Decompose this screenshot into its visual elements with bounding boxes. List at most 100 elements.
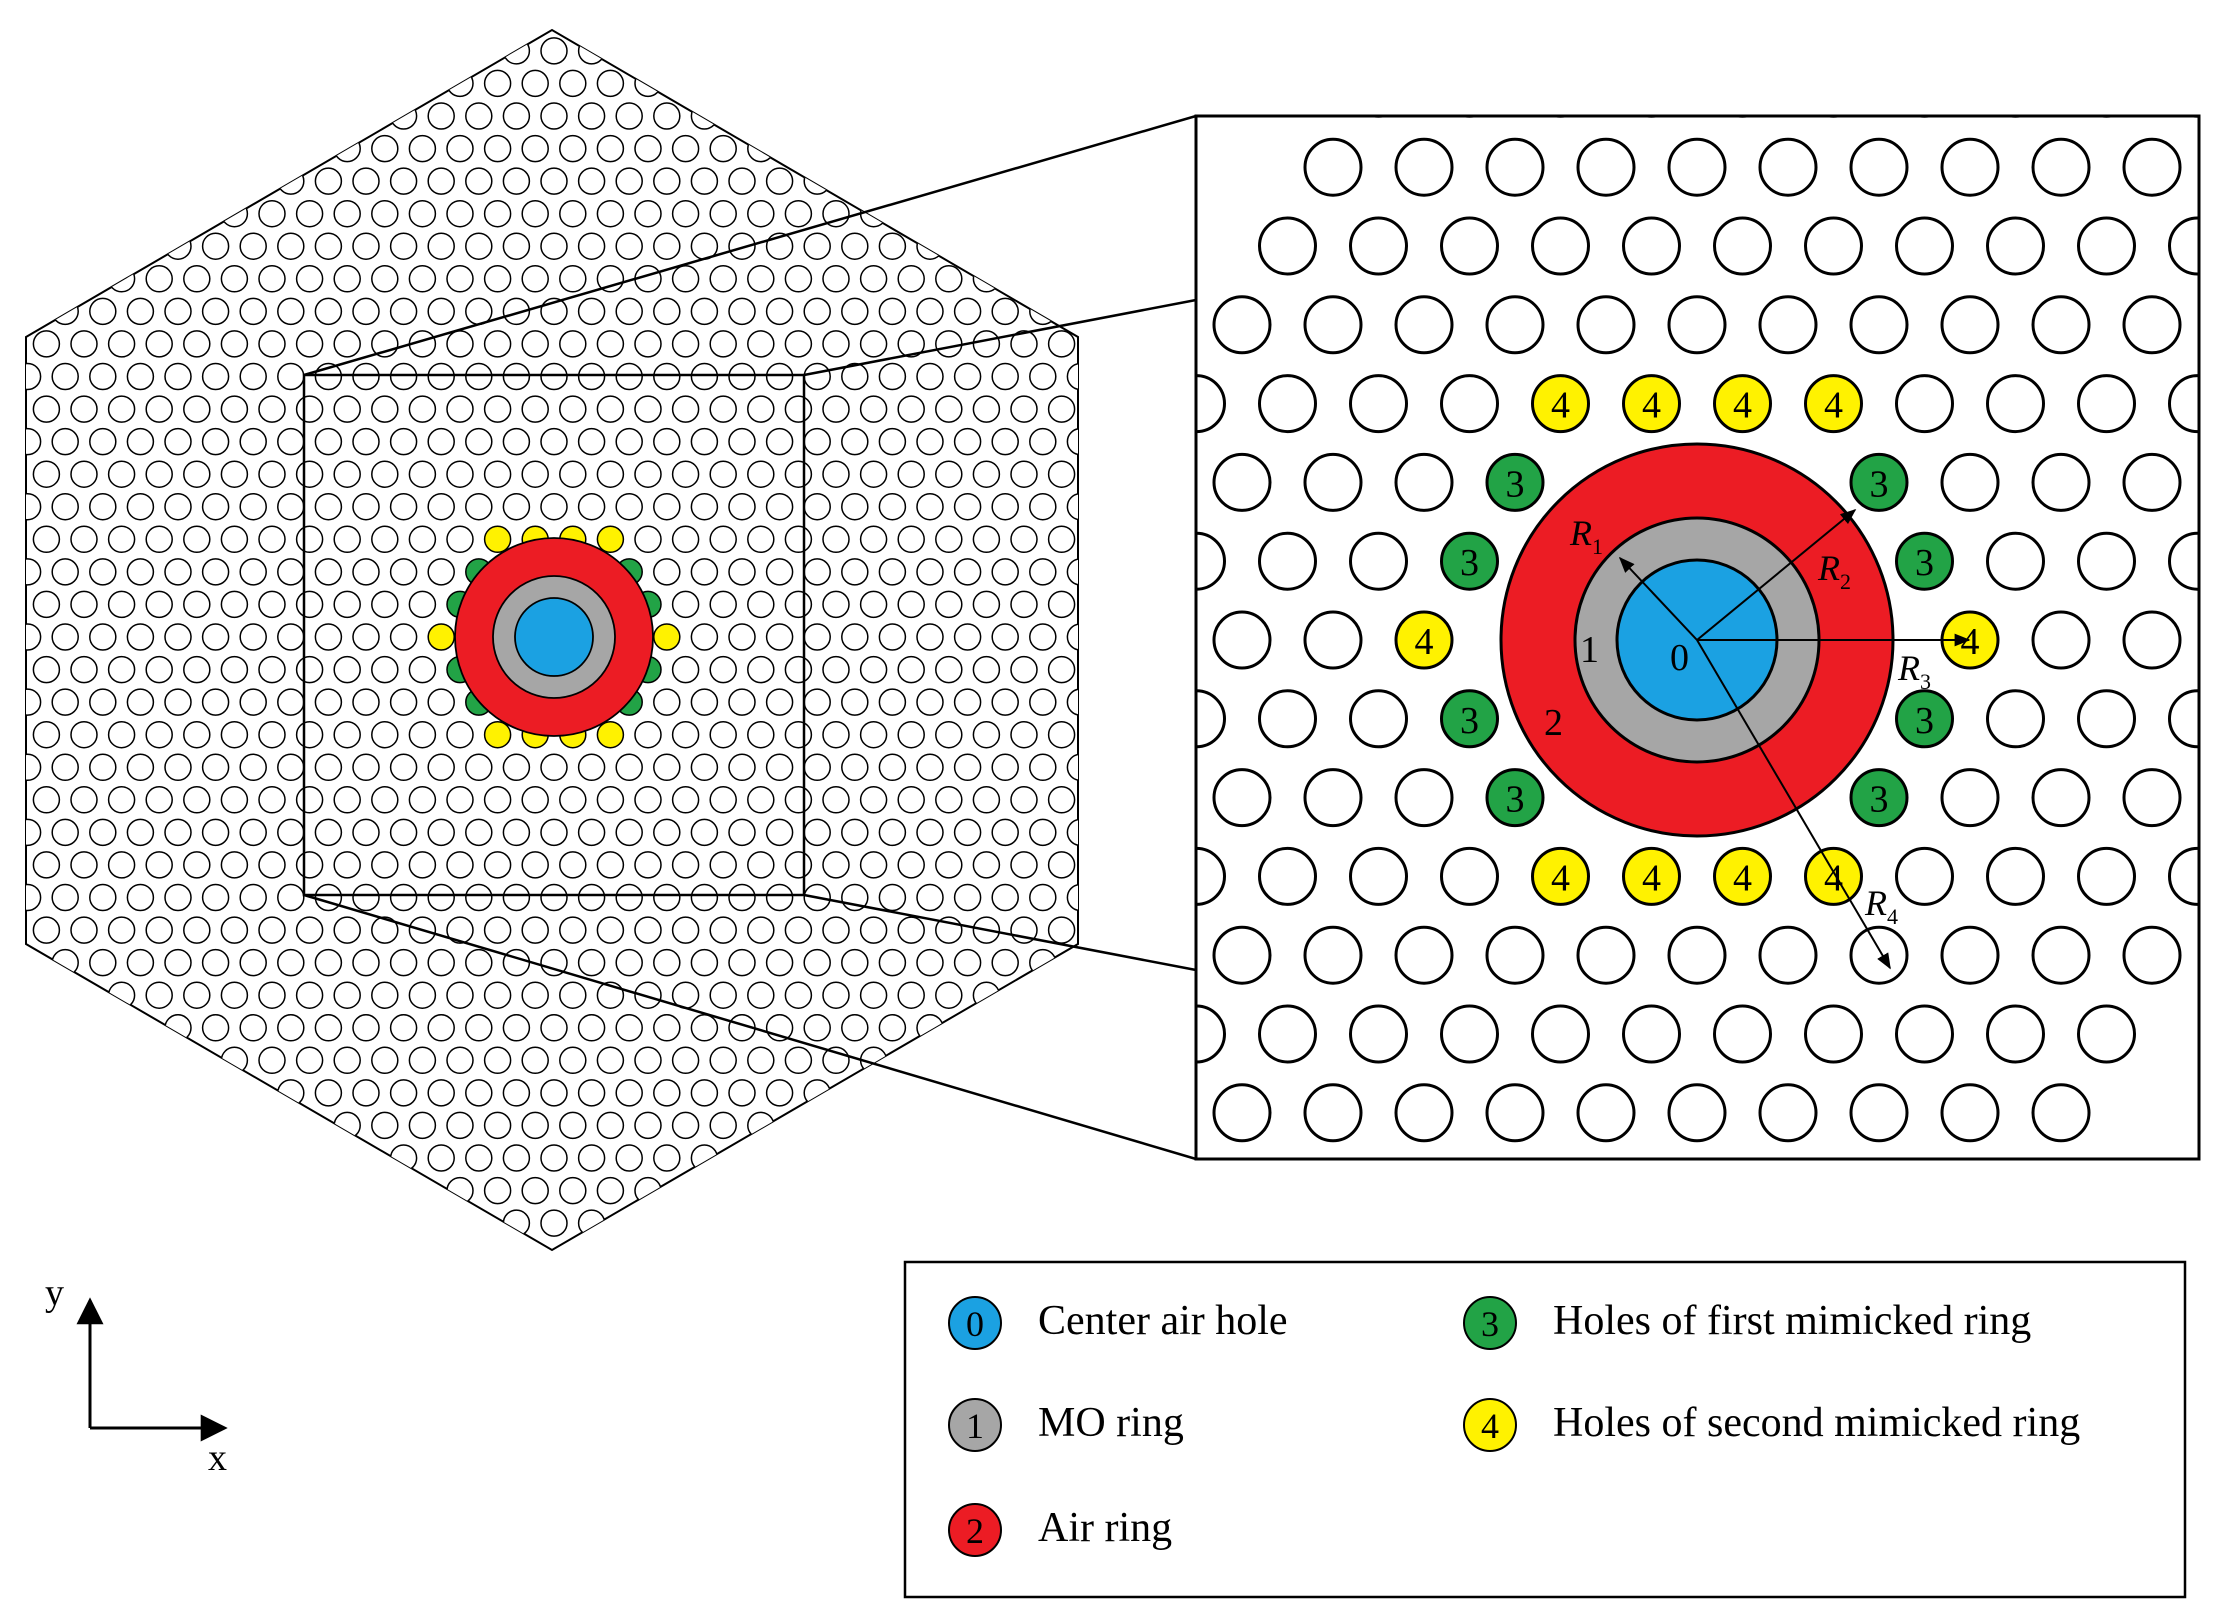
air-hole [747,1046,775,1075]
air-hole [653,492,681,521]
air-hole [295,460,324,488]
air-hole [220,916,249,944]
air-hole [690,297,719,326]
air-hole [389,492,418,521]
air-hole [671,916,700,944]
air-hole [1029,167,1057,195]
legend-entry-air-ring: 2 Air ring [948,1503,1172,1557]
air-hole [389,232,418,260]
air-hole [465,232,493,260]
air-hole [728,427,756,456]
air-hole [239,492,267,521]
air-hole [2077,374,2136,434]
air-hole [953,818,982,847]
r1-label: R1 [1569,513,1603,559]
air-hole [841,232,869,260]
air-hole [972,786,1001,814]
air-hole [408,786,437,814]
air-hole [972,199,1001,228]
air-hole [314,1014,343,1042]
air-hole [51,297,79,326]
air-hole [747,981,775,1009]
air-hole [765,753,794,782]
air-hole [465,1079,493,1107]
air-hole [784,720,813,749]
air-hole [991,688,1019,716]
air-hole [896,1164,952,1220]
air-hole [1622,216,1681,276]
air-hole [26,1144,42,1172]
air-hole [1303,1083,1363,1143]
air-hole [107,525,136,554]
air-hole [521,851,549,879]
air-hole [1078,533,1134,589]
air-hole [2168,374,2199,434]
air-hole [1440,216,1499,276]
air-hole [878,623,907,651]
air-hole [502,1014,531,1042]
air-hole [32,655,61,684]
air-hole [295,265,324,293]
air-hole [239,102,267,130]
air-hole [1212,610,1272,670]
air-hole [1161,136,1187,162]
air-hole [408,1046,437,1075]
second-mimicked-ring-hole [1713,846,1772,906]
air-hole [0,526,22,552]
first-mimicked-ring-hole [1895,531,1954,591]
air-hole [258,265,286,293]
air-hole [183,720,211,749]
air-hole [747,460,775,488]
air-hole [483,460,512,488]
air-hole [465,818,493,847]
air-hole [653,167,681,195]
legend-entry-center-air-hole: 0 Center air hole [948,1296,1288,1350]
air-hole [220,69,249,98]
air-hole [1066,167,1078,195]
air-hole [465,102,493,130]
air-hole [107,851,136,879]
air-hole [239,818,267,847]
hole-number-label: 4 [1733,857,1752,899]
air-hole [164,818,192,847]
air-hole [1303,610,1363,670]
air-hole [803,232,831,260]
air-hole [427,948,455,977]
air-hole [765,1079,794,1107]
air-hole [935,720,963,749]
air-hole [747,395,775,423]
air-hole [32,460,61,488]
air-hole [107,1176,136,1205]
air-hole [859,590,888,619]
air-hole [559,1111,587,1140]
air-hole [51,753,79,782]
air-hole [1143,429,1169,455]
air-hole [671,69,700,98]
air-hole [70,265,98,293]
air-hole [239,1014,267,1042]
legend-swatch-2-number: 2 [966,1511,984,1551]
air-hole [1105,624,1131,650]
air-hole [1576,1083,1636,1143]
air-hole [935,655,963,684]
air-hole [1143,624,1169,650]
air-hole [295,655,324,684]
air-hole [577,948,606,977]
air-hole [822,460,850,488]
air-hole [89,688,117,716]
air-hole [277,688,305,716]
air-hole [935,525,963,554]
air-hole [2168,216,2199,276]
air-hole [653,102,681,130]
air-hole [295,199,324,228]
air-hole [615,1079,643,1107]
air-hole [389,818,418,847]
air-hole [1500,70,1526,96]
air-hole [709,525,737,554]
air-hole [352,818,380,847]
air-hole [220,330,249,358]
air-hole [1143,689,1169,715]
air-hole [32,395,61,423]
air-hole [897,525,925,554]
air-hole [183,265,211,293]
